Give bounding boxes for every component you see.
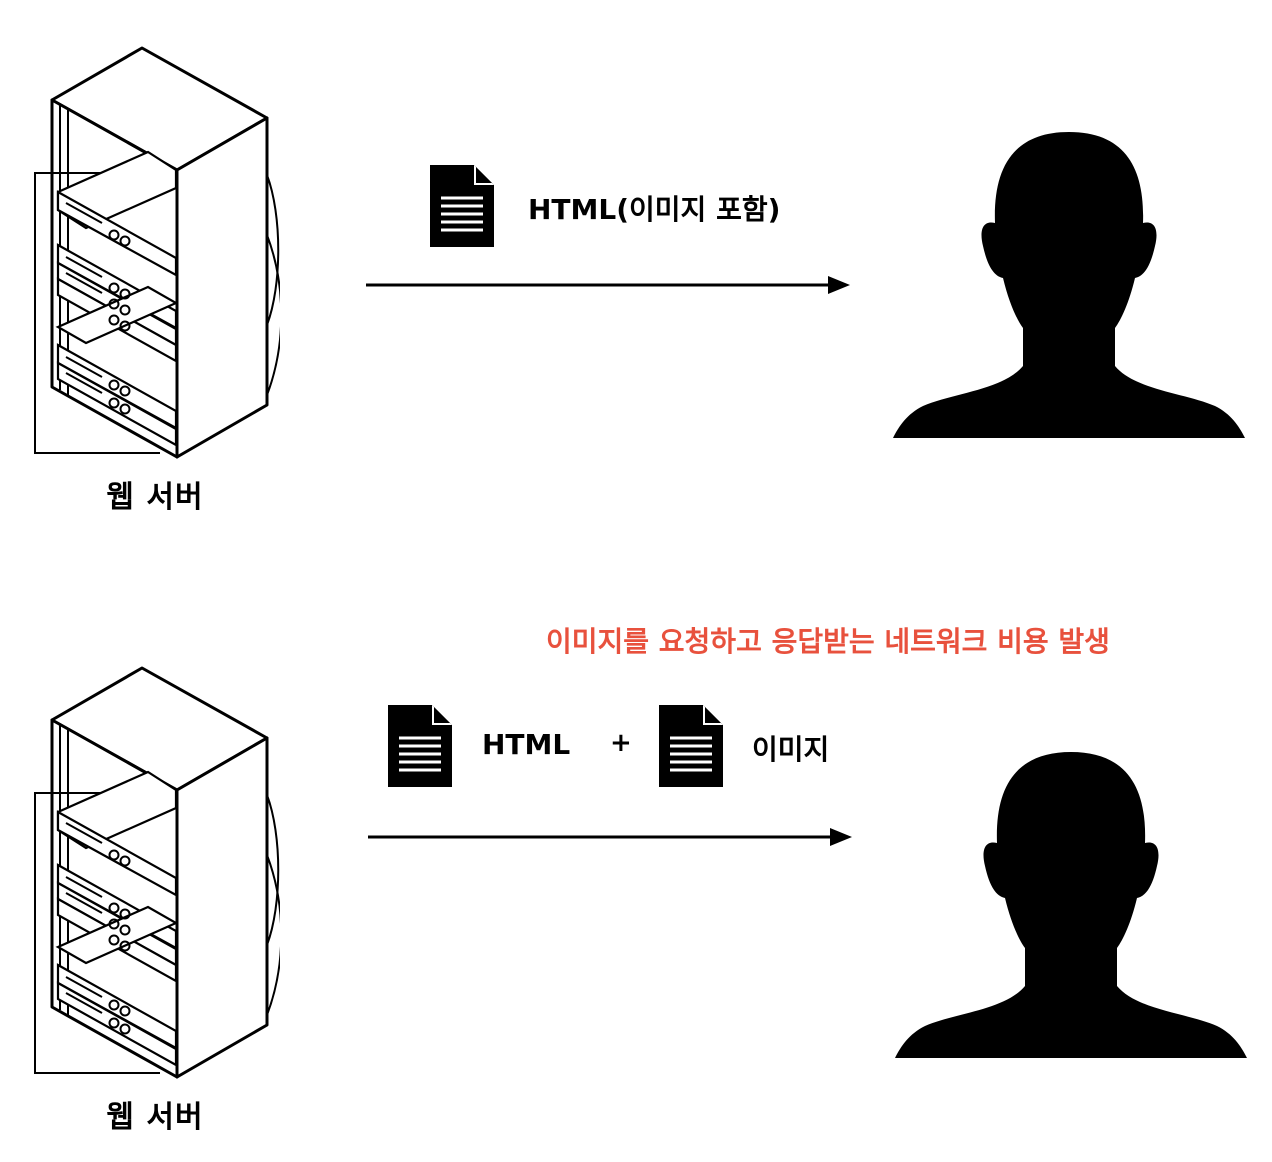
person-silhouette-icon	[893, 128, 1245, 438]
document-icon	[388, 705, 452, 787]
scene-html-with-image: 웹 서버 HTML(이미지 포함)	[0, 0, 1272, 540]
scene-html-plus-image: 이미지를 요청하고 응답받는 네트워크 비용 발생 웹 서버 HTML + 이미…	[0, 620, 1272, 1160]
arrow-right-icon	[368, 827, 852, 847]
network-cost-note: 이미지를 요청하고 응답받는 네트워크 비용 발생	[546, 625, 1110, 658]
server-rack-icon	[30, 45, 280, 460]
server-label: 웹 서버	[106, 480, 204, 515]
document-icon	[659, 705, 723, 787]
person-silhouette-icon	[895, 748, 1247, 1058]
server-label: 웹 서버	[106, 1100, 204, 1135]
plus-sign: +	[610, 728, 632, 758]
doc-label-html-with-image: HTML(이미지 포함)	[528, 193, 781, 226]
document-icon	[430, 165, 494, 247]
arrow-right-icon	[366, 275, 850, 295]
server-rack-icon	[30, 665, 280, 1080]
doc-label-html: HTML	[482, 728, 571, 761]
doc-label-image: 이미지	[752, 733, 830, 766]
